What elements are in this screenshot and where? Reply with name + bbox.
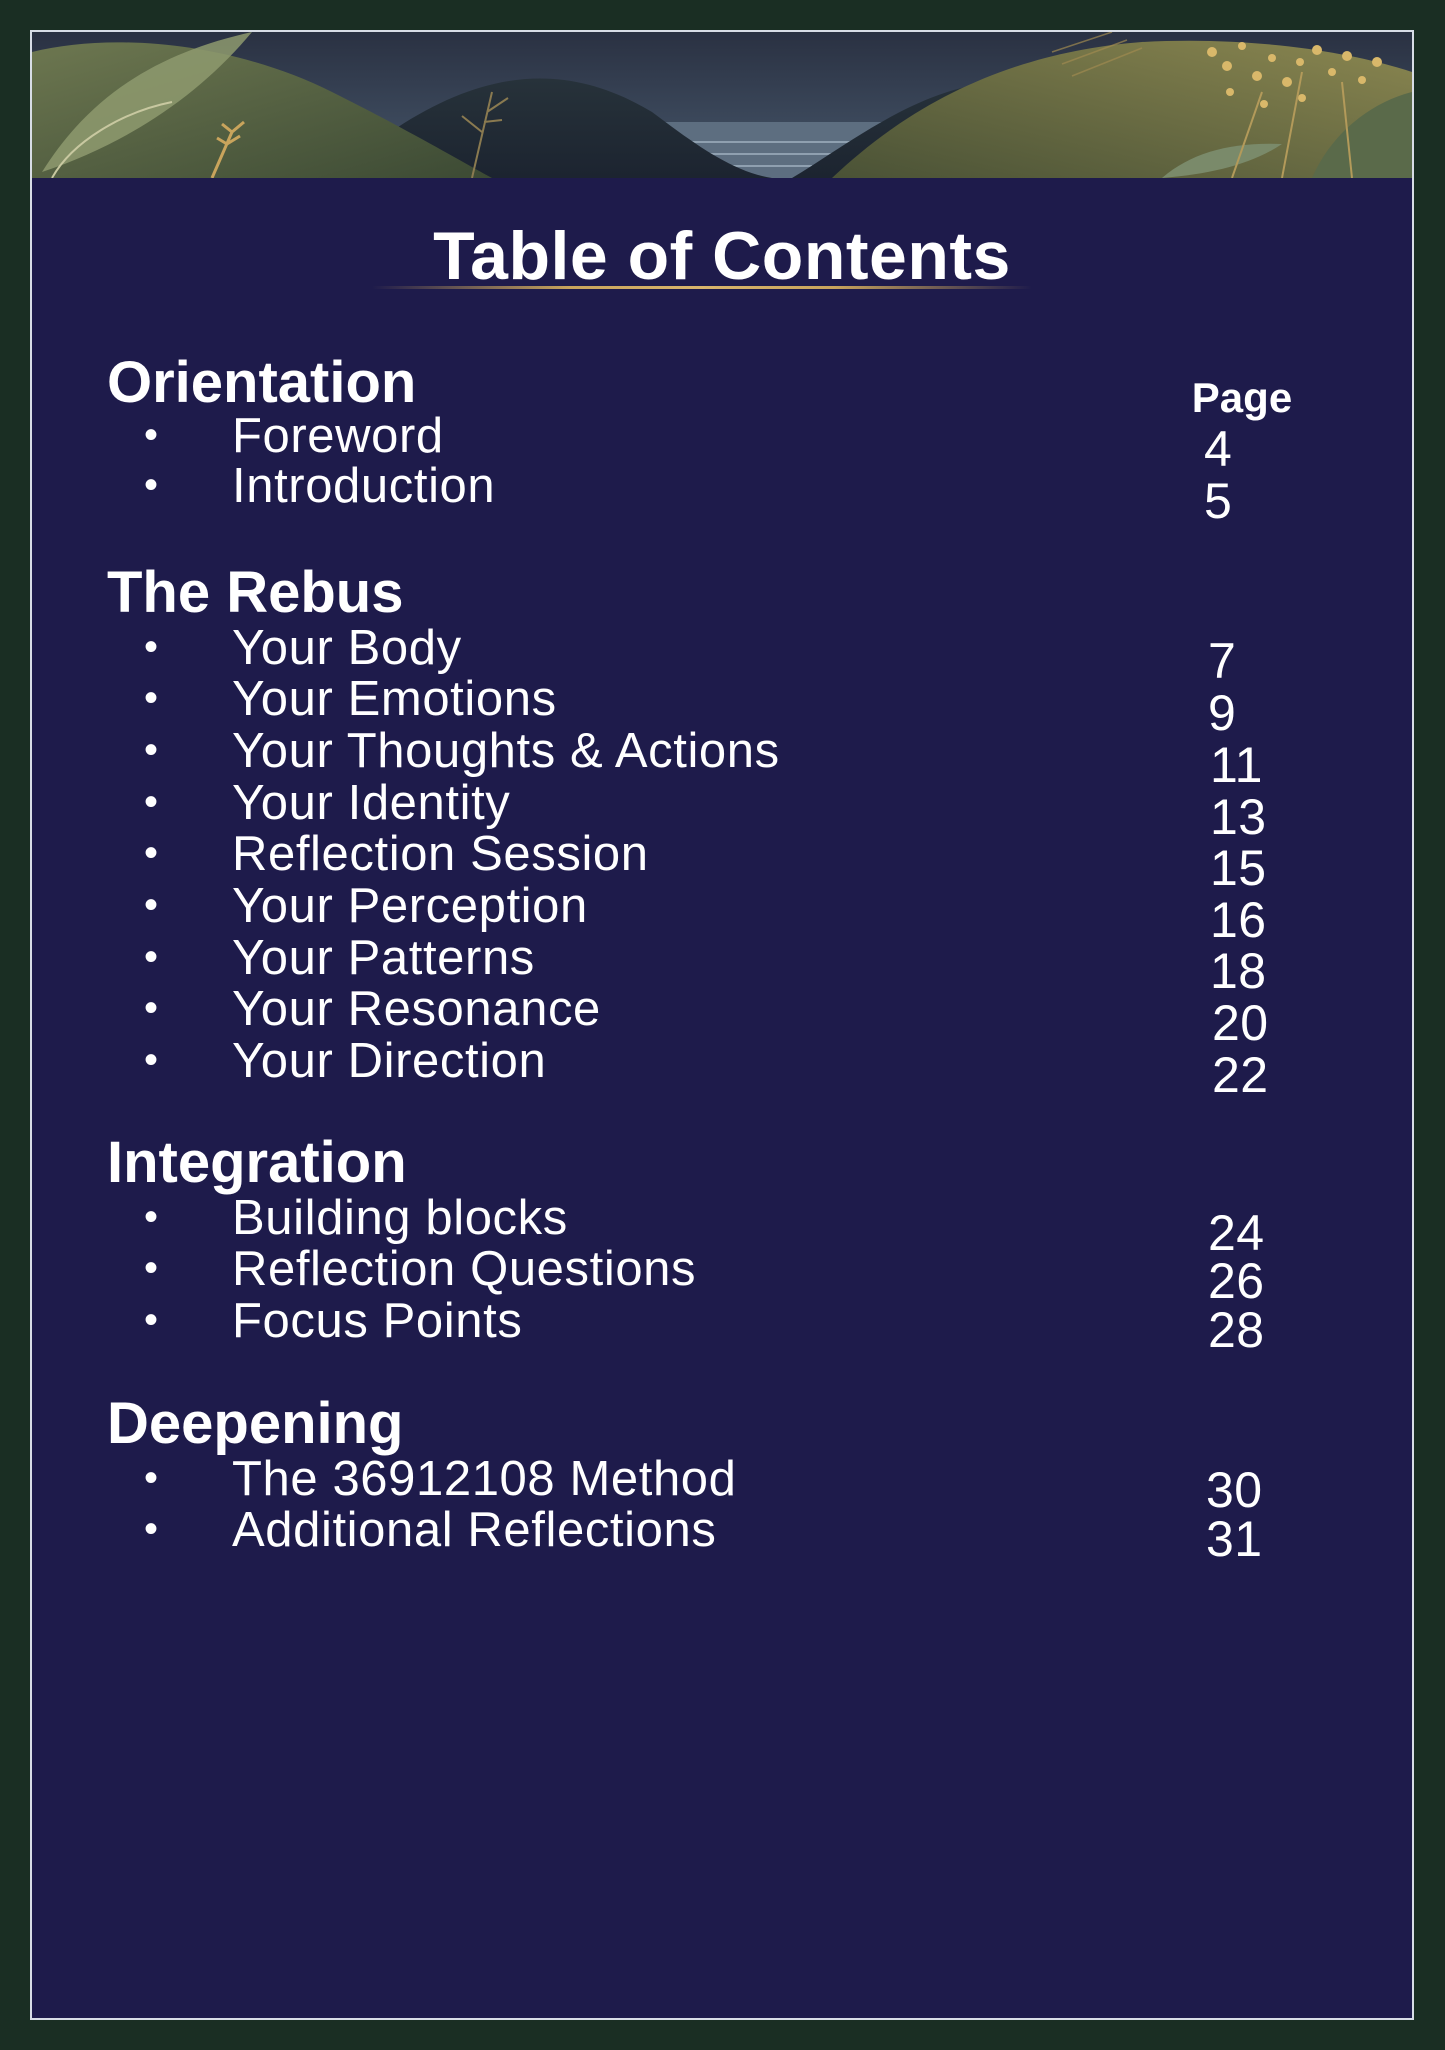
toc-entry-building-blocks[interactable]: • Building blocks [144, 1194, 568, 1243]
toc-entry-label: Your Identity [232, 776, 511, 830]
toc-page-number: 18 [1210, 943, 1267, 999]
toc-page-number: 22 [1212, 1047, 1269, 1103]
toc-page-number: 26 [1208, 1253, 1265, 1309]
bullet-icon: • [144, 413, 159, 457]
toc-entry-label: Your Emotions [232, 672, 557, 726]
toc-entry-label: Your Thoughts & Actions [232, 724, 780, 778]
title-underline-divider [372, 286, 1032, 289]
bullet-icon: • [144, 728, 159, 772]
bullet-icon: • [144, 1507, 159, 1551]
toc-page-number: 11 [1210, 737, 1263, 793]
toc-entry-your-body[interactable]: • Your Body [144, 624, 462, 673]
toc-entry-your-perception[interactable]: • Your Perception [144, 882, 588, 931]
toc-entry-your-direction[interactable]: • Your Direction [144, 1037, 546, 1086]
botanical-landscape-banner [32, 32, 1412, 178]
page-title: Table of Contents [433, 218, 1011, 294]
bullet-icon: • [144, 676, 159, 720]
landscape-illustration [32, 32, 1412, 178]
toc-entry-label: Your Perception [232, 879, 588, 933]
toc-entry-introduction[interactable]: • Introduction [144, 462, 495, 511]
page-column-header: Page [1191, 374, 1293, 421]
toc-page-number: 5 [1204, 473, 1233, 529]
toc-entry-label: Additional Reflections [232, 1503, 717, 1557]
toc-page: Table of Contents Page Orientation • Fore… [30, 30, 1414, 2020]
toc-page-number: 28 [1208, 1302, 1265, 1358]
toc-page-number: 20 [1212, 995, 1269, 1051]
toc-entry-label: Building blocks [232, 1191, 568, 1245]
toc-page-number: 30 [1206, 1462, 1263, 1518]
toc-entry-your-emotions[interactable]: • Your Emotions [144, 675, 557, 724]
toc-entry-label: Your Body [232, 621, 462, 675]
toc-entry-label: Foreword [232, 409, 444, 463]
toc-entry-label: Your Resonance [232, 982, 601, 1036]
bullet-icon: • [144, 625, 159, 669]
bullet-icon: • [144, 883, 159, 927]
bullet-icon: • [144, 1195, 159, 1239]
toc-entry-foreword[interactable]: • Foreword [144, 412, 444, 461]
toc-entry-focus-points[interactable]: • Focus Points [144, 1297, 522, 1346]
toc-entry-label: Introduction [232, 459, 496, 513]
toc-entry-label: Reflection Session [232, 827, 649, 881]
toc-entry-the-36912108-method[interactable]: • The 36912108 Method [144, 1455, 737, 1504]
toc-page-number: 9 [1208, 685, 1237, 741]
toc-page-number: 13 [1210, 789, 1267, 845]
toc-entry-additional-reflections[interactable]: • Additional Reflections [144, 1506, 716, 1555]
bullet-icon: • [144, 780, 159, 824]
toc-page-number: 4 [1204, 421, 1233, 477]
toc-entry-your-patterns[interactable]: • Your Patterns [144, 934, 535, 983]
bullet-icon: • [144, 1456, 159, 1500]
toc-entry-reflection-questions[interactable]: • Reflection Questions [144, 1245, 696, 1294]
section-heading-orientation: Orientation [107, 350, 417, 415]
title-wrapper: Table of Contents [32, 222, 1412, 290]
bullet-icon: • [144, 831, 159, 875]
toc-entry-label: Your Patterns [232, 931, 535, 985]
toc-entry-your-resonance[interactable]: • Your Resonance [144, 985, 601, 1034]
toc-entry-label: Focus Points [232, 1294, 523, 1348]
section-heading-integration: Integration [107, 1130, 407, 1195]
toc-page-number: 31 [1206, 1511, 1263, 1567]
toc-entry-reflection-session[interactable]: • Reflection Session [144, 830, 649, 879]
bullet-icon: • [144, 986, 159, 1030]
toc-entry-label: Reflection Questions [232, 1242, 697, 1296]
toc-entry-your-identity[interactable]: • Your Identity [144, 779, 510, 828]
bullet-icon: • [144, 1298, 159, 1342]
toc-page-number: 15 [1210, 840, 1267, 896]
toc-entry-your-thoughts-actions[interactable]: • Your Thoughts & Actions [144, 727, 780, 776]
bullet-icon: • [144, 463, 159, 507]
section-heading-the-rebus: The Rebus [107, 560, 404, 625]
toc-entry-label: The 36912108 Method [232, 1452, 737, 1506]
bullet-icon: • [144, 1246, 159, 1290]
toc-page-number: 16 [1210, 892, 1267, 948]
toc-entry-label: Your Direction [232, 1034, 547, 1088]
toc-page-number: 24 [1208, 1205, 1265, 1261]
section-heading-deepening: Deepening [107, 1391, 404, 1456]
bullet-icon: • [144, 935, 159, 979]
toc-page-number: 7 [1208, 633, 1237, 689]
bullet-icon: • [144, 1038, 159, 1082]
